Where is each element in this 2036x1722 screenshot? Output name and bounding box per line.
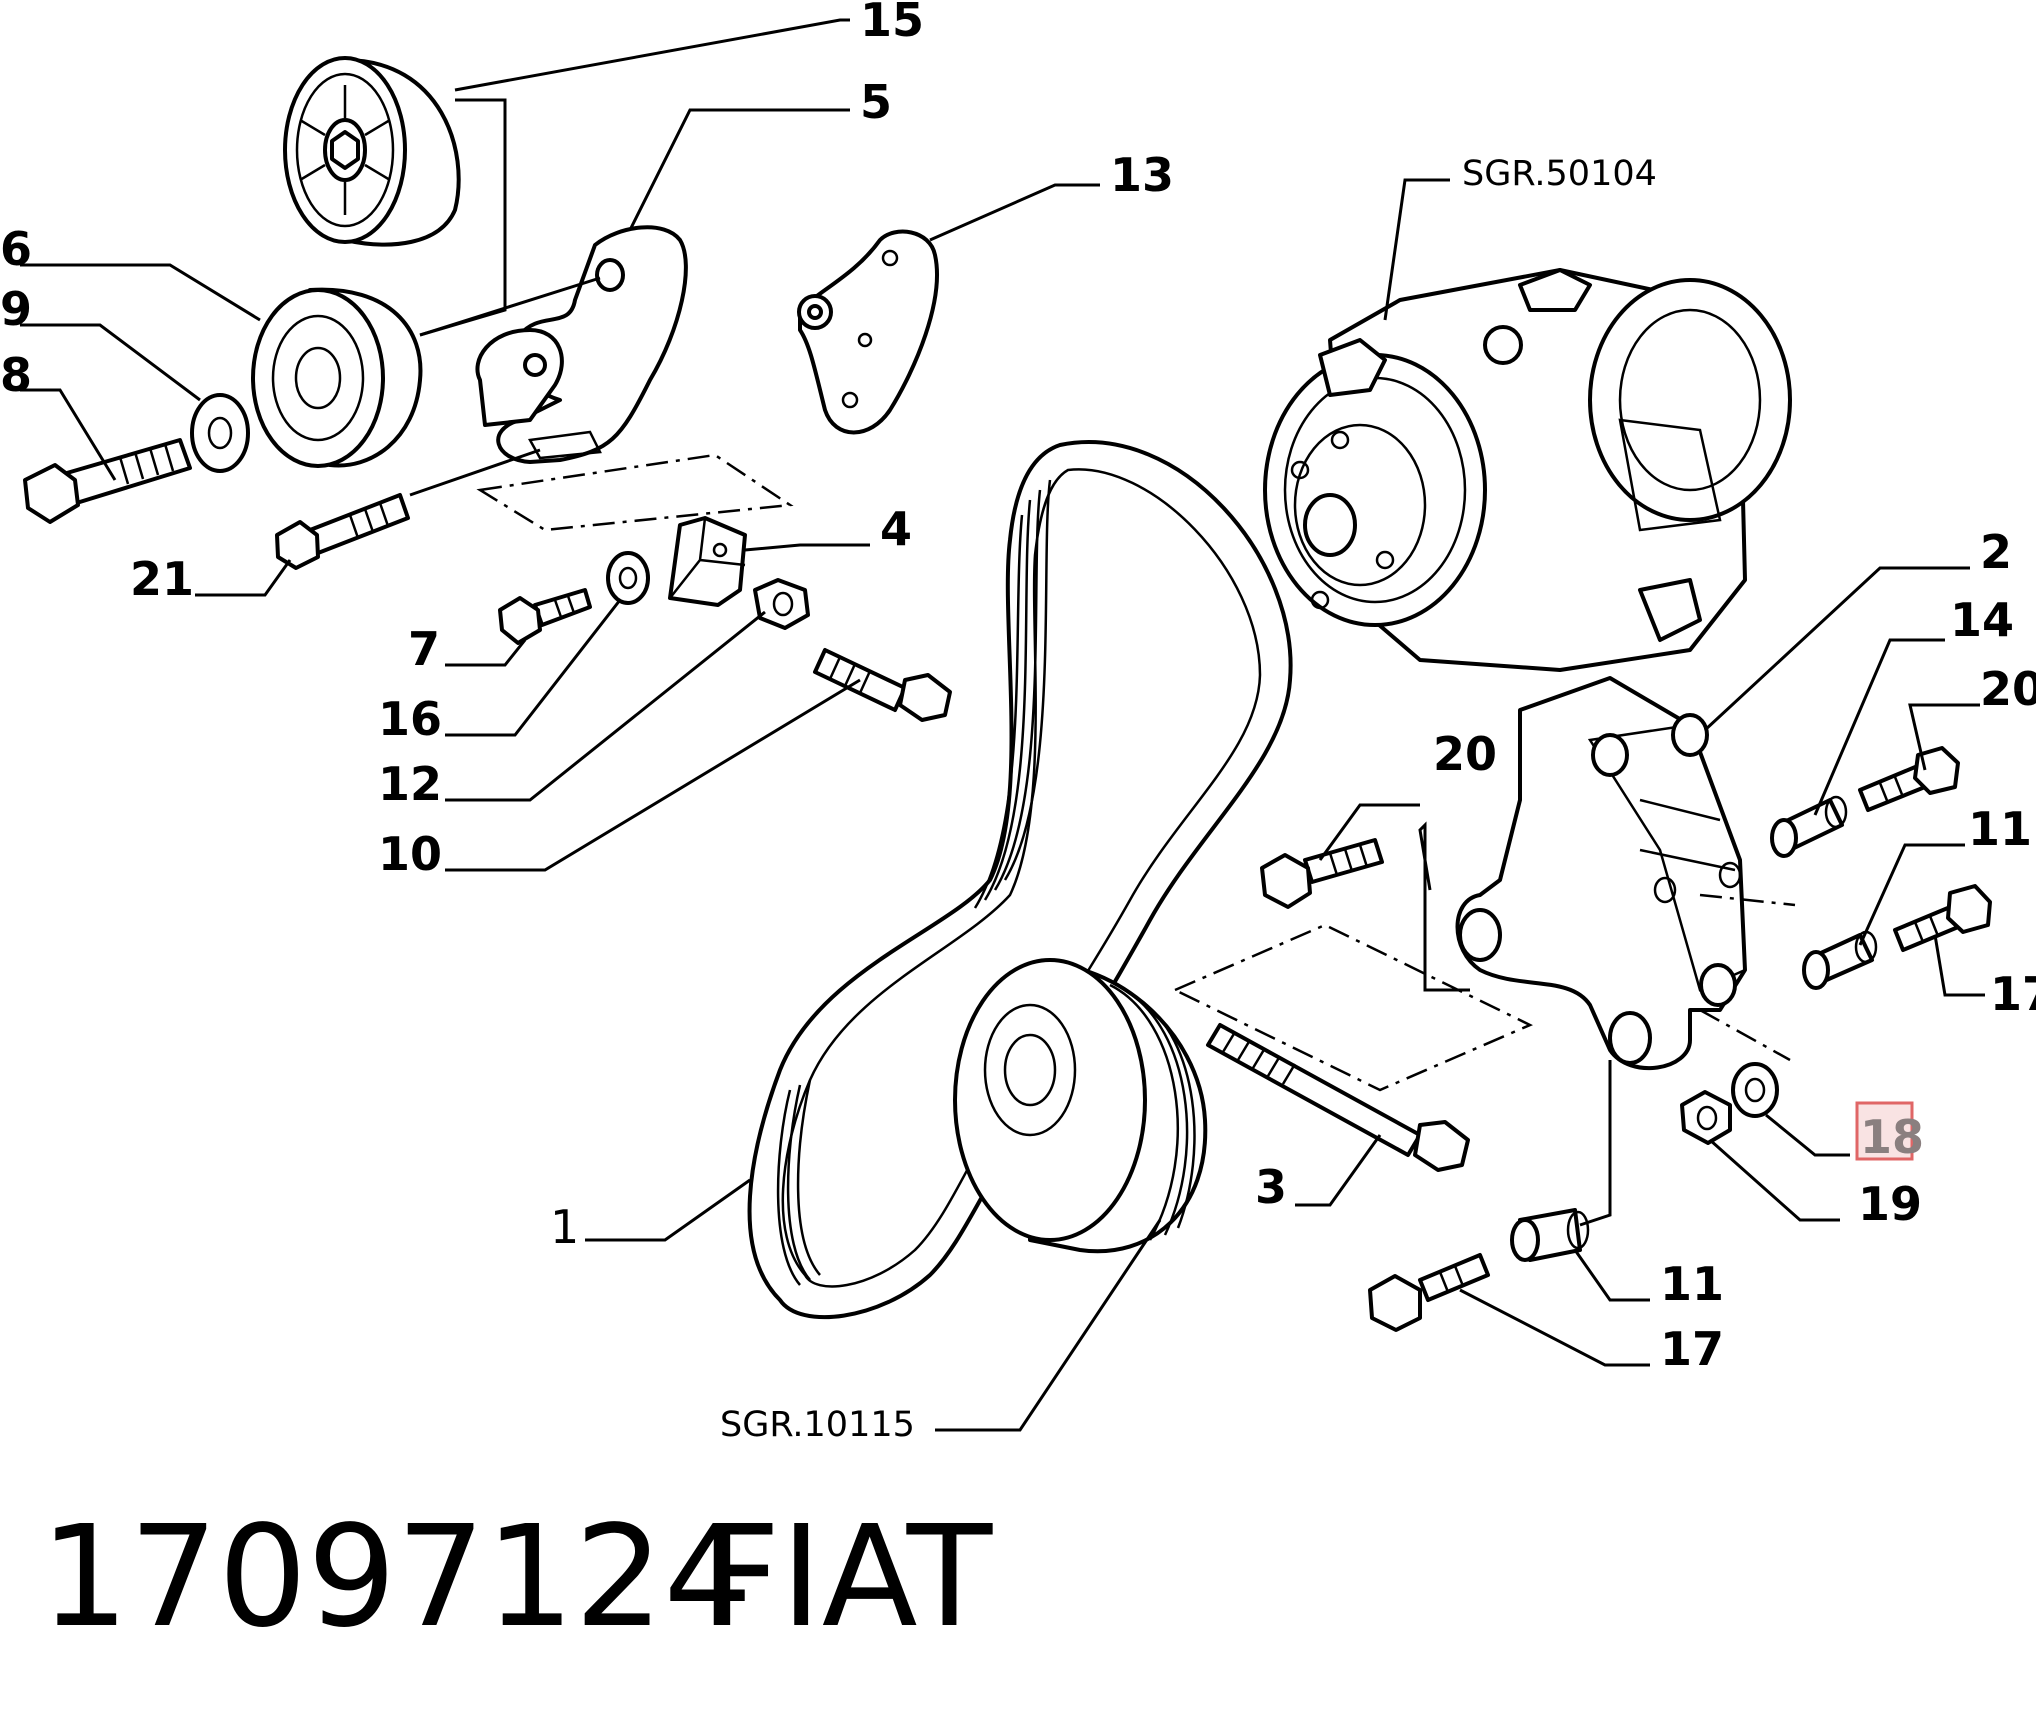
hex-nut-12 [753,578,810,630]
nut-19 [1680,1090,1732,1145]
bolt-7 [498,588,592,645]
bolt-20-left [1260,838,1384,909]
callout-19: 19 [1858,1177,1922,1231]
part-number: 17097124 [40,1496,753,1659]
callout-20-right: 20 [1980,662,2036,716]
callout-11-bottom: 11 [1660,1257,1724,1311]
callout-12: 12 [378,757,442,811]
callout-13: 13 [1110,148,1174,202]
bolt-3 [1206,1023,1470,1172]
block-nut-4 [668,516,747,607]
washer-18 [1731,1062,1779,1118]
caption: 17097124 FIAT [40,1496,993,1659]
bolt-17-right [1893,884,1992,952]
bolt-21 [275,493,410,570]
ref-compressor: SGR.50104 [1462,154,1657,194]
bolt-10 [813,648,952,722]
compressor-bracket-2 [1455,676,1747,1071]
spacer-11-right [1802,930,1878,990]
washer-9 [190,393,250,473]
brand-name: FIAT [700,1496,993,1659]
callout-7: 7 [408,622,440,676]
callout-6: 6 [0,222,32,276]
leader-lines [20,18,1985,1432]
callout-labels: 15 5 13 6 9 8 21 4 7 16 12 10 2 14 20 20… [0,0,2036,1445]
bolt-17-bottom [1368,1253,1490,1332]
callout-9: 9 [0,282,32,336]
bolt-20-right [1858,746,1960,812]
idler-bracket-5 [475,225,688,464]
mounting-plate-13 [797,229,939,435]
idler-pulley-15 [283,56,461,247]
callout-5: 5 [860,75,892,129]
callout-18: 18 [1860,1110,1924,1164]
callout-21: 21 [130,552,194,606]
callout-17-right: 17 [1990,967,2036,1021]
crank-pulley [953,958,1208,1254]
washer-16 [606,551,650,605]
ac-compressor [1263,268,1792,672]
ref-pulley: SGR.10115 [720,1405,915,1445]
callout-15: 15 [860,0,924,47]
poly-v-belt-1 [747,440,1293,1320]
assembly-dash-lines [476,453,1796,1092]
callout-10: 10 [378,827,442,881]
callout-2: 2 [1980,525,2012,579]
callout-8: 8 [0,348,32,402]
callout-16: 16 [378,692,442,746]
spacer-11-bottom [1510,1208,1590,1262]
callout-11-right: 11 [1968,802,2032,856]
spacer-14 [1770,795,1848,858]
idler-pulley-6 [251,287,423,468]
callout-17-bottom: 17 [1660,1322,1724,1376]
bolt-8 [23,438,192,524]
highlight-box-18 [1855,1101,1914,1161]
callout-14: 14 [1950,593,2014,647]
callout-4: 4 [880,502,912,556]
callout-1: 1 [550,1200,579,1254]
callout-20-left: 20 [1433,727,1497,781]
callout-3: 3 [1255,1160,1287,1214]
